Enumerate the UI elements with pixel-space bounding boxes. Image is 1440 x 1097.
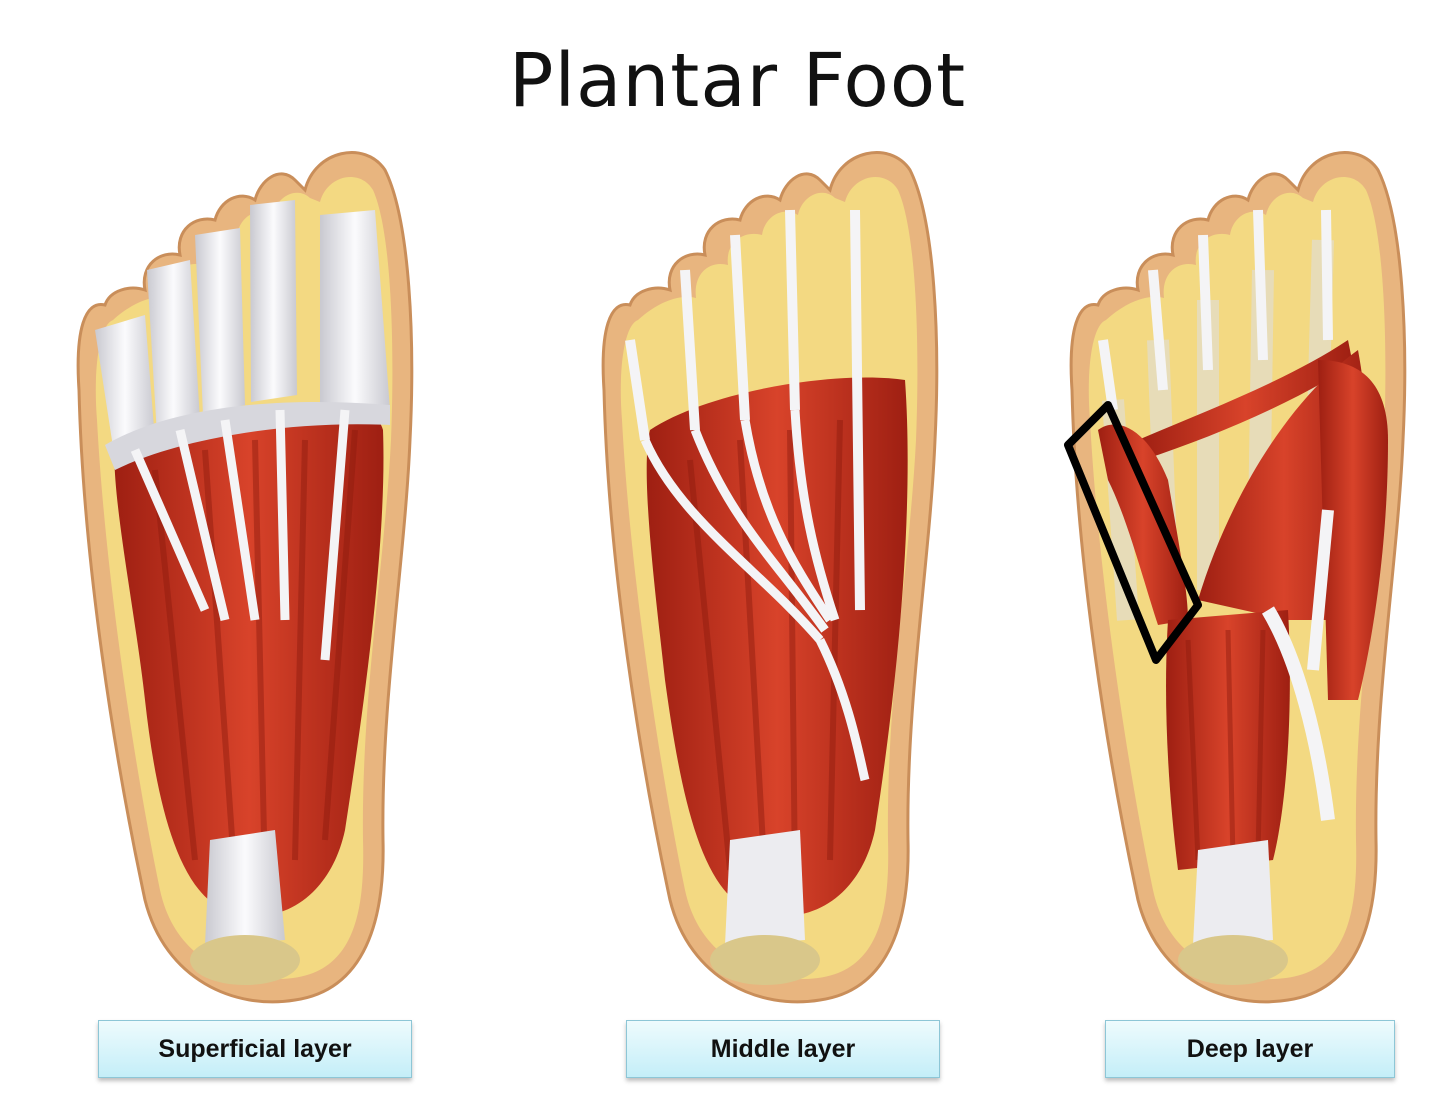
label-deep-layer: Deep layer	[1105, 1020, 1395, 1078]
foot-deep-layer	[1058, 140, 1438, 1010]
label-superficial-layer: Superficial layer	[98, 1020, 412, 1078]
foot-middle-layer	[590, 140, 970, 1010]
highlight-box	[1064, 401, 1202, 664]
label-middle-layer: Middle layer	[626, 1020, 940, 1078]
diagram-title: Plantar Foot	[508, 38, 967, 124]
foot-superficial-layer	[65, 140, 445, 1010]
